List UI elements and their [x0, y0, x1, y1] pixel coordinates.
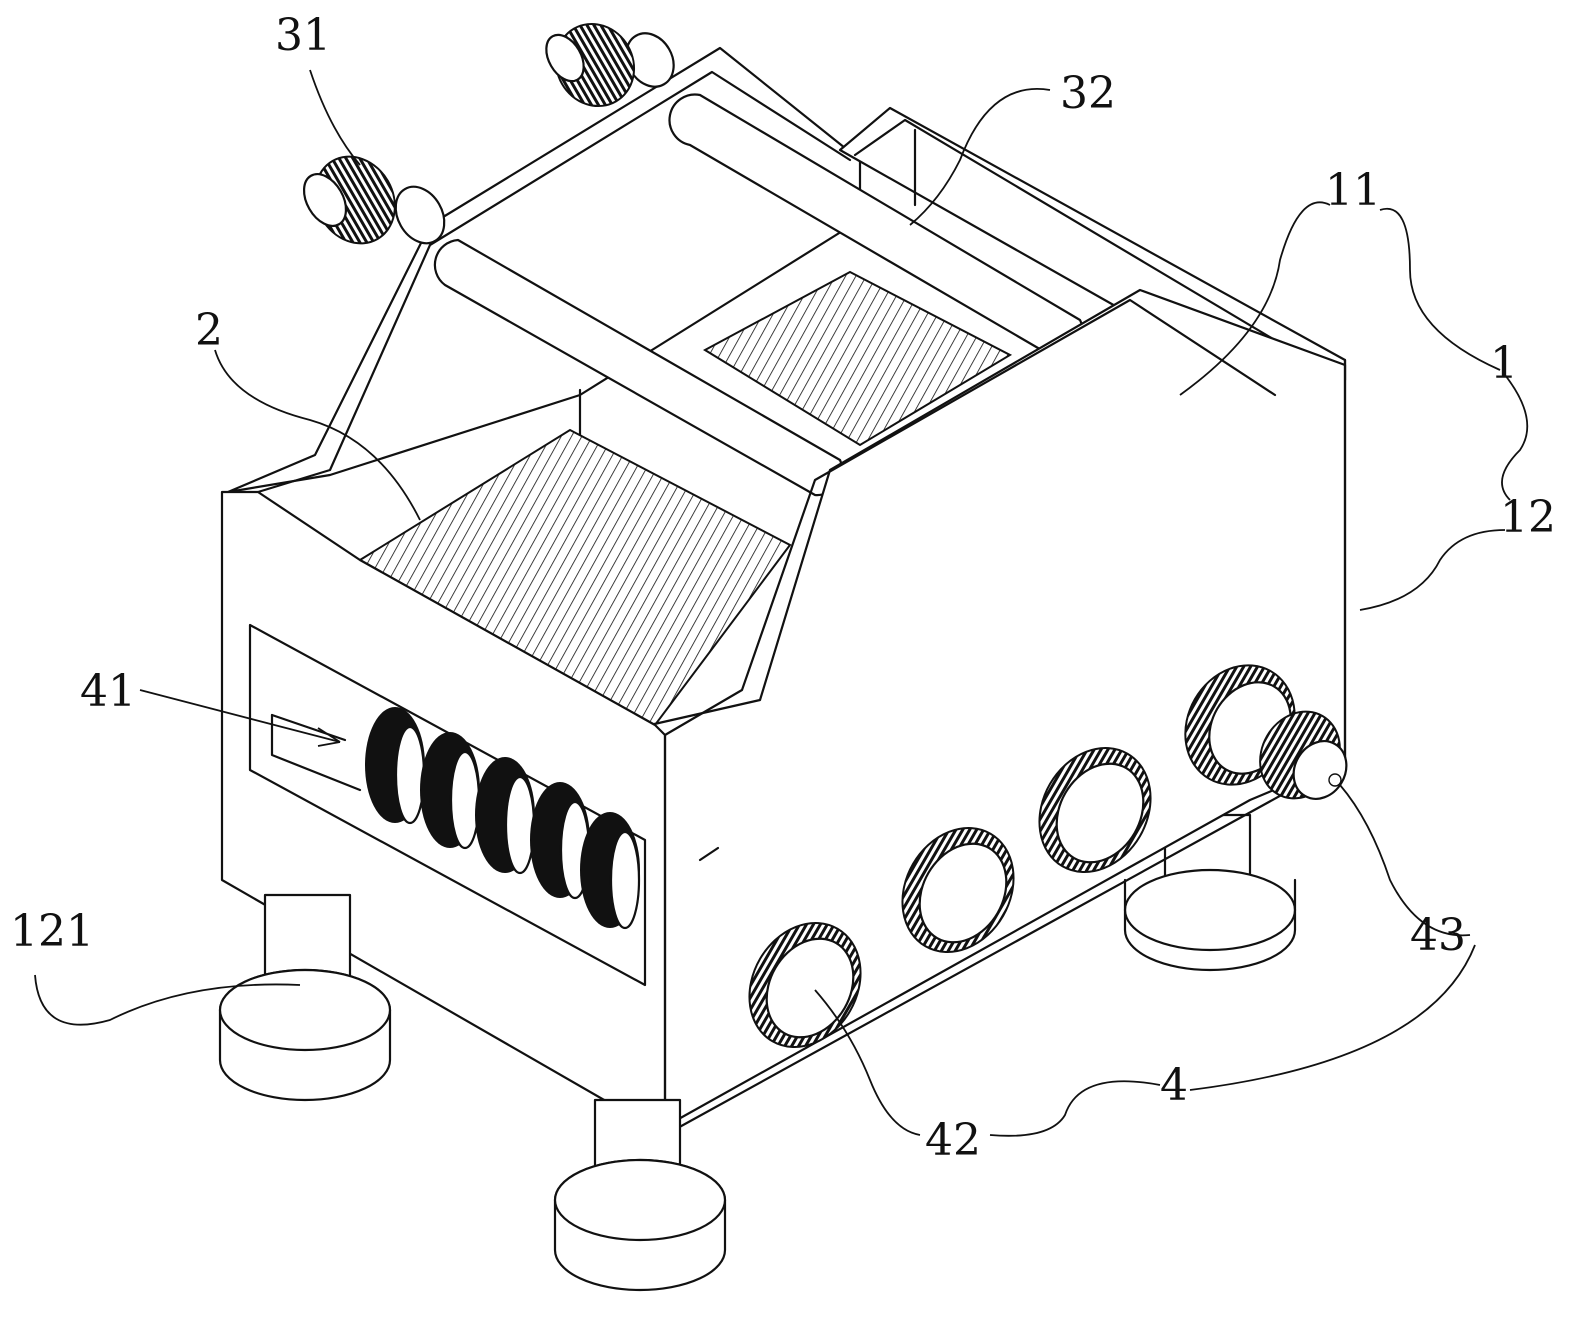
label-2: 2 [195, 305, 223, 356]
knob-31-lower [302, 155, 446, 245]
label-121: 121 [10, 906, 94, 957]
label-32: 32 [1060, 68, 1116, 119]
gear-2 [901, 826, 1015, 954]
label-1: 1 [1490, 338, 1518, 389]
label-11: 11 [1325, 165, 1381, 216]
leader-lines [34, 69, 1529, 1137]
back-right-leg [1123, 813, 1297, 972]
gear-3 [1038, 746, 1152, 874]
label-4: 4 [1160, 1060, 1188, 1111]
label-43: 43 [1410, 910, 1466, 961]
label-42: 42 [925, 1115, 981, 1166]
front-middle-leg [553, 1098, 727, 1292]
knob-31-upper [545, 22, 675, 108]
label-12: 12 [1500, 492, 1556, 543]
label-41: 41 [80, 666, 136, 717]
label-31: 31 [275, 10, 331, 61]
gear-1 [748, 921, 862, 1049]
screw-window [248, 623, 647, 987]
screw-41 [365, 707, 641, 930]
front-left-leg [218, 893, 392, 1102]
knob-43 [1259, 710, 1348, 800]
